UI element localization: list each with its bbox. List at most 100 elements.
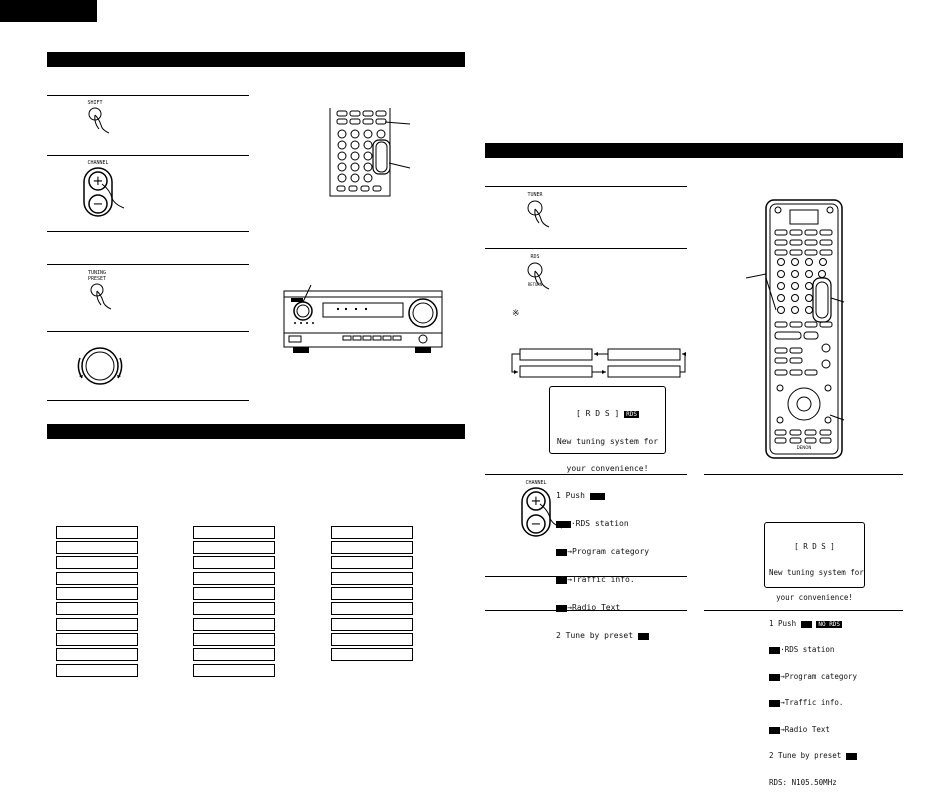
note-mark: ※ <box>512 309 520 319</box>
osd-line: 1 Push <box>556 491 585 500</box>
list-item <box>193 633 275 646</box>
step-rule <box>704 610 903 611</box>
list-item <box>331 618 413 631</box>
remote-control-diagram: DENON <box>745 199 845 459</box>
rotary-knob-icon <box>77 347 123 385</box>
hand-press-icon <box>90 283 112 310</box>
list-item <box>331 648 413 661</box>
osd-line: 1 Push <box>769 618 797 628</box>
channel-plus-minus-icon: + − <box>521 487 563 537</box>
step-rule <box>47 231 249 232</box>
list-item <box>56 572 138 585</box>
list-item <box>56 602 138 615</box>
tuner-button-icon: TUNER <box>520 192 560 234</box>
hand-press-icon <box>88 107 110 134</box>
list-item <box>193 618 275 631</box>
osd-line: RDS: N105.50MHz <box>769 777 837 787</box>
tuner-label: TUNER <box>527 192 543 198</box>
list-item <box>193 572 275 585</box>
osd-line: New tuning system for <box>769 567 864 577</box>
brand-logo: DENON <box>797 445 812 450</box>
shift-label: SHIFT <box>87 100 103 106</box>
list-item <box>56 618 138 631</box>
list-item <box>331 602 413 615</box>
step-rule <box>47 155 249 156</box>
tuning-label: TUNING <box>87 270 107 276</box>
channel-rocker-icon: CHANNEL + − <box>518 480 564 542</box>
step-rule <box>704 474 903 475</box>
hand-press-icon <box>527 262 550 290</box>
list-item <box>56 633 138 646</box>
osd-line: 2 Tune by preset <box>769 751 842 760</box>
list-item <box>56 556 138 569</box>
osd-item: →Radio Text <box>567 603 621 612</box>
step-rule <box>47 95 249 96</box>
osd-item: →Program category <box>567 547 650 556</box>
list-item <box>193 602 275 615</box>
step-rule <box>47 400 249 401</box>
step-rule <box>485 186 687 187</box>
step-rule <box>485 576 687 577</box>
osd-line: your convenience! <box>566 464 649 473</box>
osd-line: 2 Tune by preset <box>556 631 634 640</box>
step-rule <box>47 331 249 332</box>
hand-press-icon <box>527 200 550 228</box>
step-rule <box>485 474 687 475</box>
rds-mode-cycle-diagram <box>511 348 686 378</box>
osd-item: →Traffic info. <box>780 698 844 707</box>
rds-osd-screen: [ R D S ] RDS New tuning system for your… <box>549 386 666 640</box>
channel-label: CHANNEL <box>87 160 109 166</box>
svg-text:−: − <box>93 197 104 212</box>
list-item <box>56 648 138 661</box>
list-item <box>193 648 275 661</box>
step-rule <box>485 610 687 611</box>
list-item <box>193 587 275 600</box>
list-item <box>56 664 138 677</box>
osd-tag: NO RDS <box>816 620 843 628</box>
list-item <box>331 587 413 600</box>
list-item <box>331 556 413 569</box>
list-item <box>331 572 413 585</box>
list-item <box>331 526 413 539</box>
remote-partial-diagram <box>329 108 411 197</box>
osd-item: →Radio Text <box>780 724 830 734</box>
list-item <box>56 526 138 539</box>
section-header-bar <box>47 52 465 67</box>
preset-label: PRESET <box>87 276 107 282</box>
list-item <box>193 556 275 569</box>
return-label: RETURN <box>527 282 543 287</box>
osd-title: [ R D S ] <box>794 542 835 551</box>
list-item <box>193 664 275 677</box>
osd-item: ·RDS station <box>570 519 629 528</box>
svg-text:+: + <box>93 174 104 189</box>
rds-label: RDS <box>530 254 540 260</box>
tuning-preset-icon: TUNING PRESET <box>82 270 122 316</box>
rds-osd-screen: [ R D S ] New tuning system for your con… <box>764 522 865 786</box>
rds-button-icon: RDS RETURN <box>520 254 560 290</box>
shift-button-icon: SHIFT <box>80 100 120 140</box>
list-item <box>193 541 275 554</box>
list-item <box>331 633 413 646</box>
channel-label: CHANNEL <box>525 480 547 486</box>
list-item <box>56 587 138 600</box>
osd-line: New tuning system for <box>556 437 659 446</box>
step-rule <box>485 248 687 249</box>
osd-title: [ R D S ] <box>575 409 620 418</box>
osd-item: →Program category <box>780 671 857 681</box>
section-header-bar <box>47 424 465 439</box>
osd-item: ·RDS station <box>780 645 835 654</box>
osd-item: →Traffic info. <box>567 575 635 584</box>
osd-tag: RDS <box>624 411 640 418</box>
svg-text:+: + <box>531 494 542 509</box>
channel-rocker-icon: CHANNEL + − <box>80 160 126 222</box>
list-item <box>193 526 275 539</box>
list-item <box>56 541 138 554</box>
receiver-front-panel-diagram <box>283 284 443 353</box>
channel-plus-minus-icon: + − <box>83 167 125 217</box>
svg-text:−: − <box>531 517 542 532</box>
list-item <box>331 541 413 554</box>
page-tab <box>0 0 97 22</box>
osd-line: your convenience! <box>776 593 853 602</box>
section-header-bar <box>485 143 903 158</box>
step-rule <box>47 264 249 265</box>
